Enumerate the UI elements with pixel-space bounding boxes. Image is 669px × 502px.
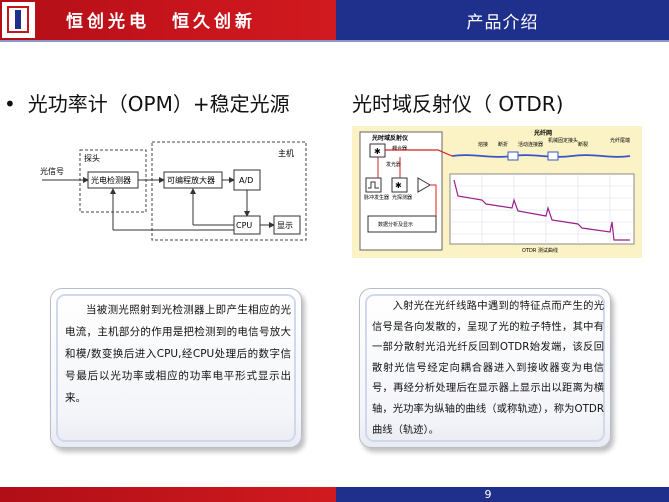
otdr-description-text: 入射光在光纤线路中遇到的特征点而产生的光信号是各向发散的，呈现了光的粒子特性，其… (372, 300, 604, 436)
input-signal-label: 光信号 (40, 166, 64, 176)
event-label-5: 光纤尾端 (610, 137, 630, 144)
slogan-part-2: 恒久创新 (172, 12, 256, 32)
page-number: 9 (484, 488, 492, 501)
otdr-trace-line (453, 179, 630, 241)
cpu-label: CPU (236, 221, 252, 230)
footer-blue-band (336, 487, 669, 502)
network-label: 光纤网 (533, 129, 552, 137)
event-label-4: 断裂 (578, 141, 588, 148)
connector-icon (507, 151, 519, 161)
amplifier-label: 可编程放大器 (167, 175, 215, 185)
otdr-description-card: 入射光在光纤线路中遇到的特征点而产生的光信号是各向发散的，呈现了光的粒子特性，其… (359, 288, 611, 448)
opm-heading-text: 光功率计（OPM）+稳定光源 (27, 92, 290, 116)
company-logo (2, 2, 35, 38)
otdr-heading: 光时域反射仪（ OTDR) (352, 92, 564, 116)
event-label-3: 机械固定接头 (548, 137, 578, 144)
pulse-generator-block (365, 177, 382, 193)
header-divider (0, 40, 669, 42)
opm-heading: • 光功率计（OPM）+稳定光源 (4, 88, 290, 117)
footer-red-band (0, 487, 336, 502)
svg-text:✱: ✱ (395, 181, 402, 190)
fiber-line (451, 154, 631, 158)
pulse-label: 脉冲发生器 (364, 194, 389, 201)
opm-description-text: 当被测光照射到光检测器上即产生相应的光电流，主机部分的作用是把检测到的电信号放大… (65, 304, 291, 404)
device-label: 光时域反射仪 (371, 134, 409, 142)
display-block (273, 215, 301, 235)
otdr-figure: 光时域反射仪 ✱ 耦合器 发光器 脉冲发生器 ✱ 光探测器 数据分析及显示 光纤… (352, 126, 642, 258)
processing-block (367, 215, 437, 233)
coupler-label: 耦合器 (392, 145, 407, 152)
event-label-1: 断折 (498, 141, 508, 148)
opm-block-diagram: 探头 主机 光信号 光电检测器 可编程放大器 A/D CPU 显示 (40, 141, 307, 241)
host-frame (151, 141, 307, 241)
adc-label: A/D (239, 176, 253, 185)
display-label: 显示 (277, 221, 293, 230)
header-bar: 恒创光电 恒久创新 产品介绍 (0, 0, 669, 40)
opm-description-card: 当被测光照射到光检测器上即产生相应的光电流，主机部分的作用是把检测到的电信号放大… (50, 288, 302, 448)
trace-label: OTDR 测试曲线 (522, 247, 558, 254)
header-red-band (0, 0, 336, 40)
laser-label: 发光器 (386, 161, 401, 168)
processing-label: 数据分析及显示 (378, 221, 413, 228)
otdr-trace-panel (449, 173, 635, 245)
event-label-0: 熔接 (478, 141, 488, 148)
detector-label: 光电检测器 (91, 175, 131, 185)
splice-icon (547, 151, 559, 161)
probe-label: 探头 (84, 153, 100, 163)
company-slogan: 恒创光电 恒久创新 (66, 7, 278, 32)
section-title: 产品介绍 (466, 13, 539, 33)
amplifier-triangle (417, 177, 431, 193)
event-label-2: 活动连接器 (518, 141, 543, 148)
header-blue-band (336, 0, 669, 40)
bullet-icon: • (4, 92, 16, 116)
svg-text:✱: ✱ (374, 147, 381, 156)
host-label: 主机 (278, 148, 294, 158)
photodetector-label: 光探测器 (392, 194, 412, 201)
slogan-part-1: 恒创光电 (66, 12, 150, 32)
